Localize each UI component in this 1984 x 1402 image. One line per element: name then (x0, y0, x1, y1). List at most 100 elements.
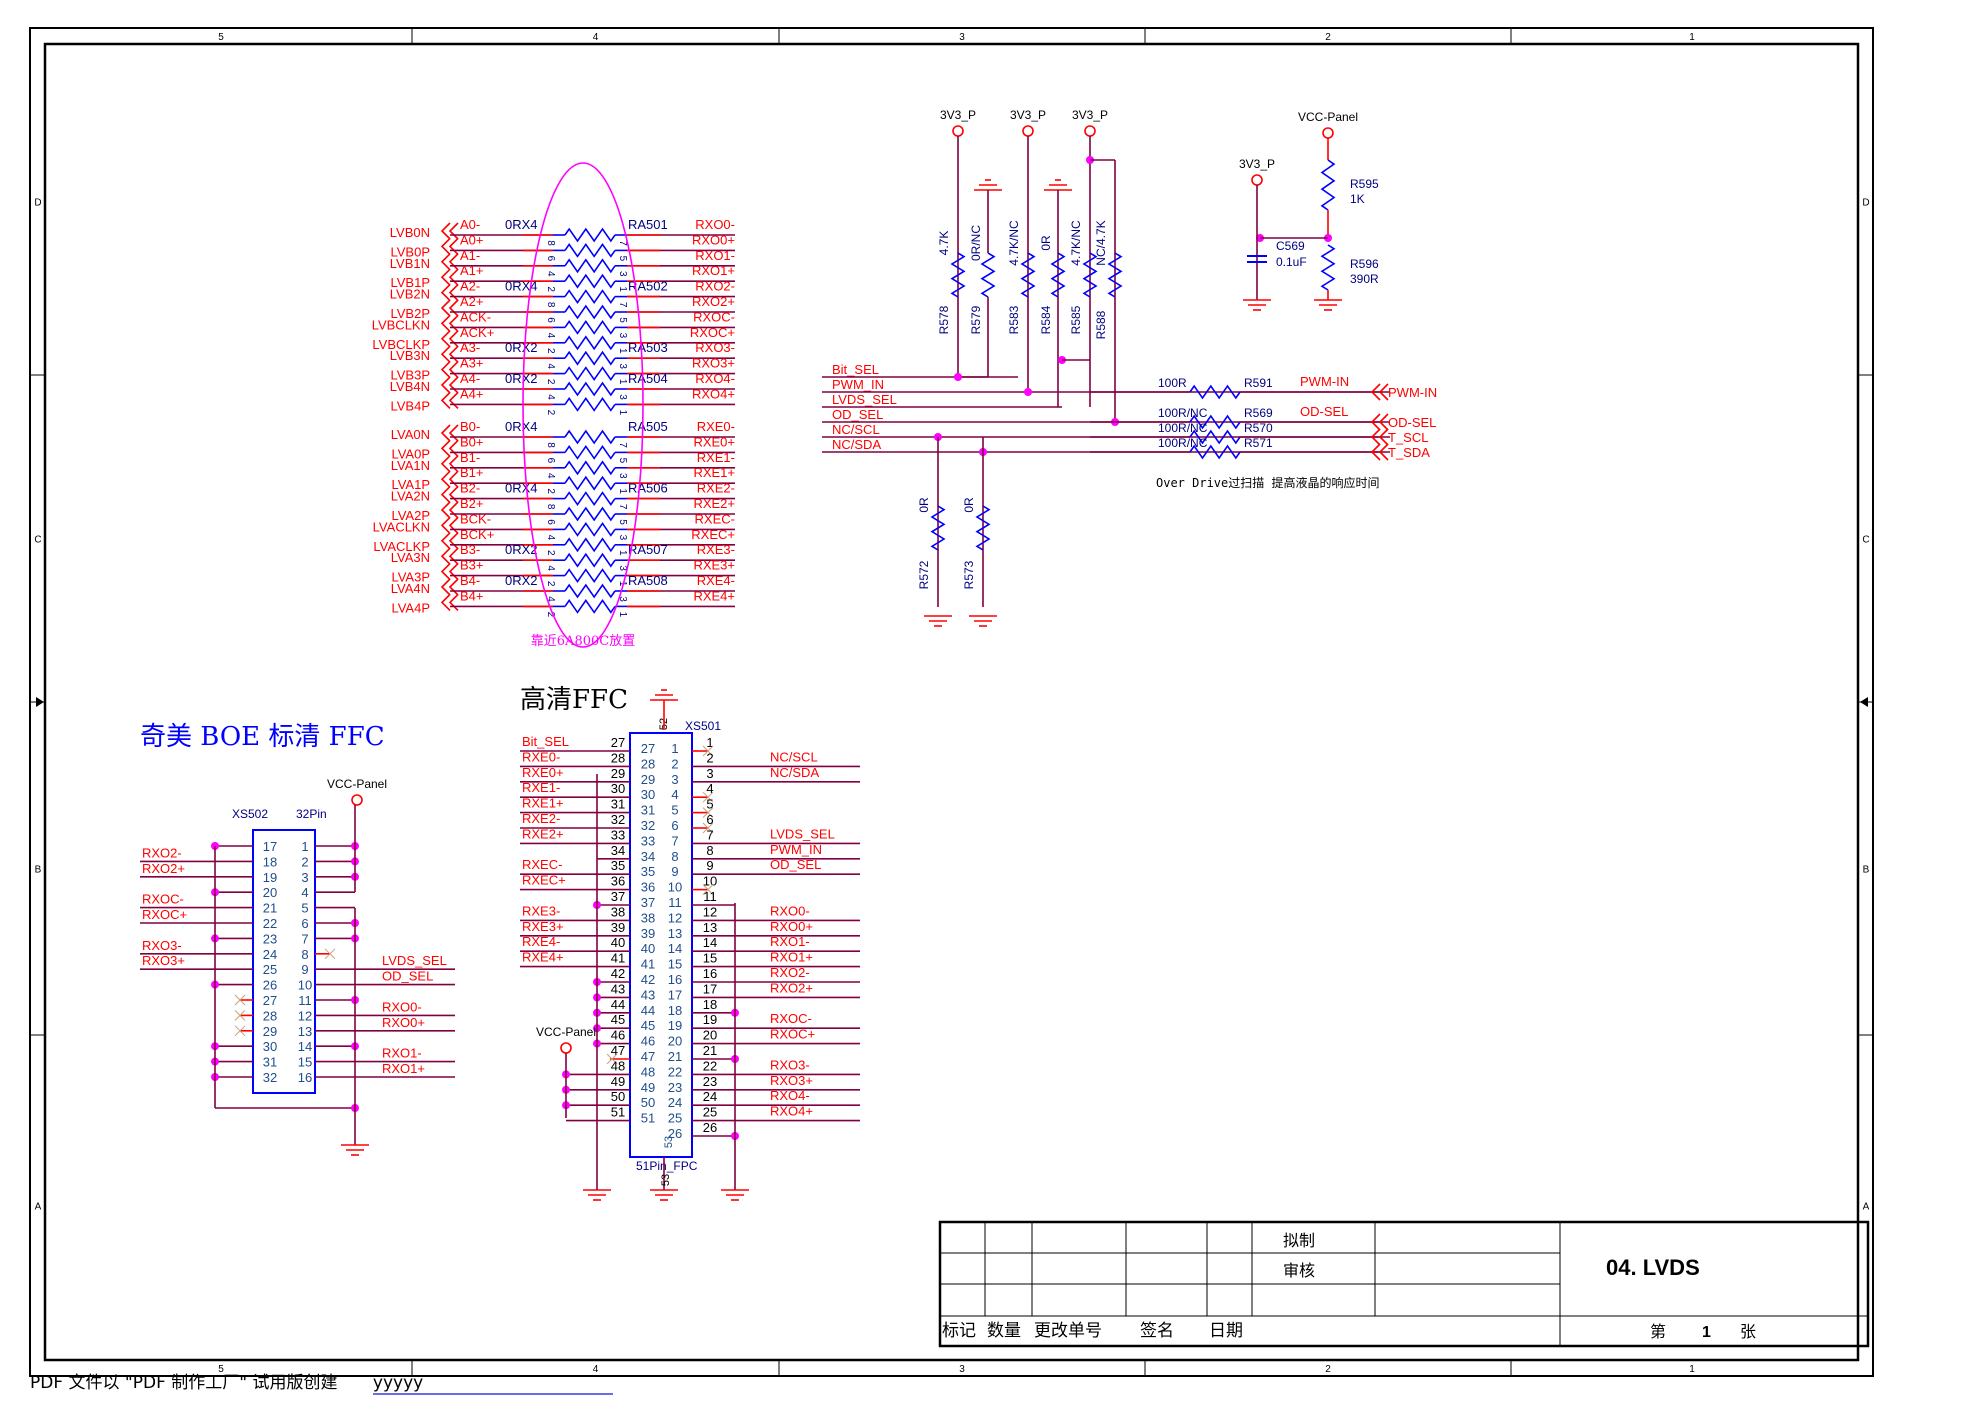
pin-number: 9 (706, 858, 713, 873)
resistor-value: 0R/NC (969, 225, 983, 261)
array-pin: 1 (617, 612, 628, 618)
array-pin: 2 (545, 379, 556, 385)
series-value: 100R/NC (1158, 421, 1208, 435)
array-pin: 2 (545, 612, 556, 618)
port-chevron-icon (440, 330, 459, 348)
pin-number: 24 (703, 1089, 717, 1104)
net-label: RXE4+ (522, 950, 564, 965)
resistor-icon (1050, 252, 1066, 298)
sheet-suffix: 张 (1740, 1323, 1756, 1341)
pin-number: 1 (301, 839, 308, 854)
net-label: RXE2- (697, 481, 735, 496)
net-label: RXEC- (522, 857, 562, 872)
pin-number: 12 (668, 910, 682, 925)
rail-label: 3V3_P (1072, 108, 1108, 122)
array-pin: 1 (617, 348, 628, 354)
pin-number: 37 (611, 889, 625, 904)
array-pin: 7 (617, 504, 628, 510)
ground-icon (924, 615, 952, 627)
pin-number: 16 (298, 1070, 312, 1085)
frame-col-label: 5 (218, 1364, 224, 1375)
pin-number: 23 (263, 931, 277, 946)
no-connect-icon (702, 791, 714, 803)
array-pin: 1 (617, 581, 628, 587)
pin-number: 23 (668, 1080, 682, 1095)
pin-number: 15 (298, 1055, 312, 1070)
pin-number: 45 (611, 1012, 625, 1027)
pin-number: 37 (641, 895, 655, 910)
series-ref: R591 (1244, 376, 1273, 390)
pin-number: 49 (611, 1074, 625, 1089)
net-label: RXO4+ (770, 1104, 813, 1119)
connector-ref: XS502 (232, 807, 268, 821)
net-label: A4+ (460, 386, 484, 401)
port-label: T_SCL (1388, 430, 1428, 445)
reviewed-label: 审核 (1283, 1262, 1315, 1280)
connector-label: LVB4P (390, 398, 430, 413)
pin-number: 8 (301, 947, 308, 962)
resistor-icon (564, 460, 616, 476)
footer-link[interactable]: ÿÿÿÿÿ (372, 1373, 613, 1395)
resistor-icon (564, 429, 616, 445)
bus-label: Bit_SEL (832, 362, 879, 377)
pin-number: 10 (703, 874, 717, 889)
pin-number: 31 (263, 1055, 277, 1070)
net-label: RXE1- (522, 780, 560, 795)
net-label: NC/SDA (770, 765, 819, 780)
net-label: B1+ (460, 465, 484, 480)
frame-row-label: C (34, 535, 41, 546)
array-pin: 2 (545, 488, 556, 494)
pin-number: 21 (263, 901, 277, 916)
pin-number: 42 (611, 966, 625, 981)
array-pin: 6 (545, 317, 556, 323)
pin-number: 25 (263, 962, 277, 977)
net-label: LVDS_SEL (382, 953, 447, 968)
net-label: B1- (460, 450, 480, 465)
net-label: RXO0+ (770, 919, 813, 934)
pin-number: 50 (641, 1095, 655, 1110)
connector-label: LVB0P (390, 244, 430, 259)
net-label: RXO0- (695, 217, 735, 232)
net-label: RXO3+ (692, 356, 735, 371)
net-label: RXE1+ (693, 465, 735, 480)
no-connect-icon (234, 1010, 246, 1021)
pin-number: 30 (263, 1039, 277, 1054)
overdrive-note: Over Drive过扫描 提高液晶的响应时间 (1156, 475, 1379, 490)
connector-label: LVA2N (391, 489, 430, 504)
net-label: RXOC- (142, 892, 184, 907)
net-label: RXO1+ (692, 263, 735, 278)
net-label: RXO3+ (142, 953, 185, 968)
pin-number: 8 (706, 843, 713, 858)
connector-label: LVA2P (391, 508, 430, 523)
pin-number: 12 (298, 1008, 312, 1023)
resistor-icon (564, 506, 616, 522)
pin-number: 18 (703, 997, 717, 1012)
array-pin: 6 (545, 256, 556, 262)
array-pin: 4 (545, 565, 556, 571)
net-label: LVDS_SEL (770, 826, 835, 841)
pin-number: 5 (671, 803, 678, 818)
array-pin: 4 (545, 271, 556, 277)
net-label: RXEC+ (522, 873, 566, 888)
array-pin: 4 (545, 473, 556, 479)
connector-label: LVB1P (390, 275, 430, 290)
array-pin: 3 (617, 394, 628, 400)
array-pin: 3 (617, 565, 628, 571)
frame-row-label: B (35, 865, 42, 876)
pin-number: 31 (641, 803, 655, 818)
port-chevron-icon (440, 314, 459, 332)
net-label: RXO2+ (692, 294, 735, 309)
resistor-ref: R585 (1069, 305, 1083, 334)
pin-number: 25 (703, 1105, 717, 1120)
rail-label: VCC-Panel (1298, 110, 1358, 124)
ground-icon (974, 179, 1002, 191)
net-label: RXE3+ (693, 558, 735, 573)
port-chevron-icon (440, 391, 459, 409)
connector-pins: 32Pin (296, 807, 327, 821)
frame-row-label: B (1863, 865, 1870, 876)
array-pin: 8 (545, 240, 556, 246)
array-value: 0RX4 (505, 419, 538, 434)
connector-label: LVB3N (390, 348, 430, 363)
array-pin: 1 (617, 410, 628, 416)
